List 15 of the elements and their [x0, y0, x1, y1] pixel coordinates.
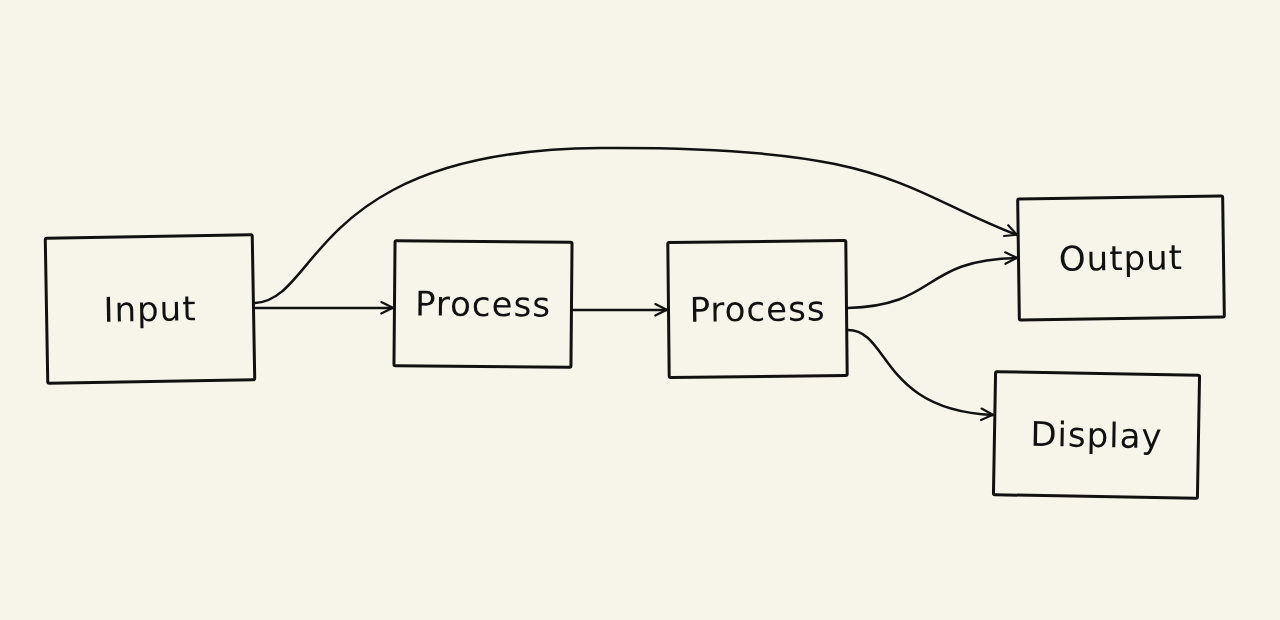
box-label: Display — [1030, 413, 1163, 457]
box-label: Input — [103, 288, 197, 330]
process-box — [392, 239, 574, 369]
arrow — [571, 303, 669, 317]
box-label: Process — [414, 283, 552, 325]
arrow — [253, 146, 1019, 305]
process-box — [991, 370, 1202, 500]
arrow — [846, 252, 1019, 310]
arrow — [846, 328, 995, 420]
arrow — [253, 301, 395, 315]
process-box — [666, 239, 849, 379]
process-box — [43, 233, 257, 385]
process-box — [1016, 194, 1226, 322]
box-label: Process — [689, 288, 826, 330]
box-label: Output — [1058, 237, 1184, 279]
